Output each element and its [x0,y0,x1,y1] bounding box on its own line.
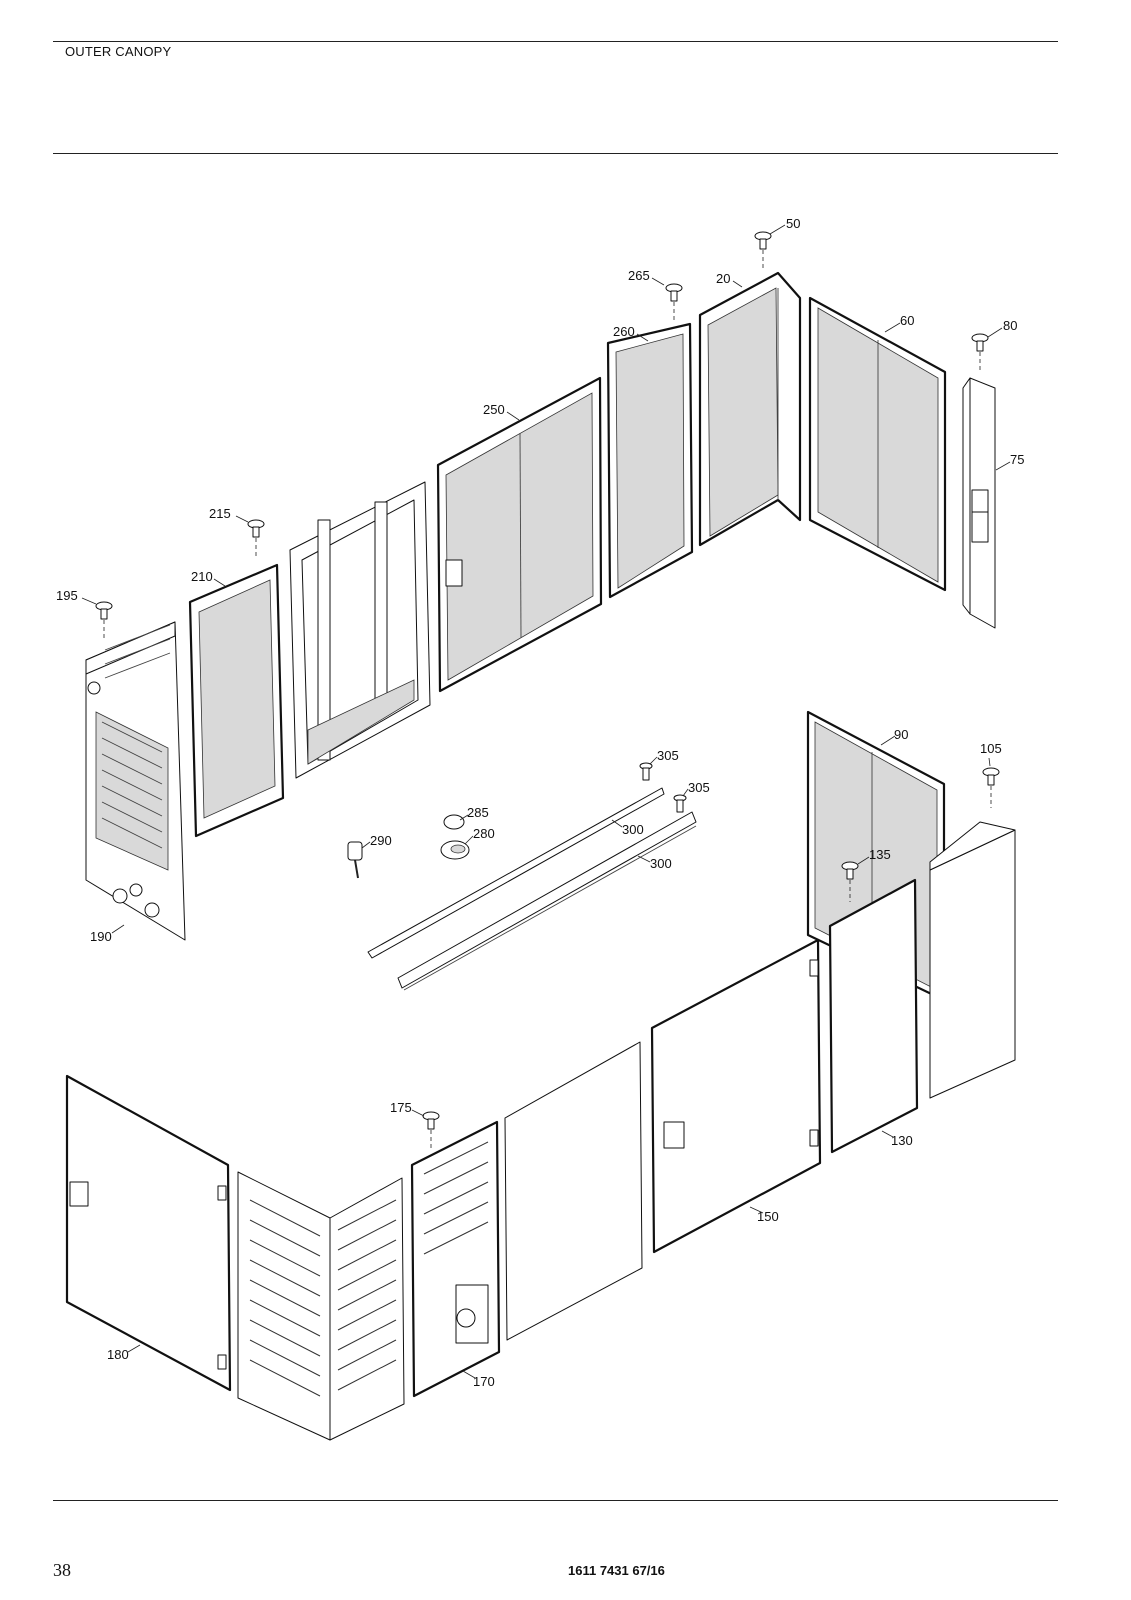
callout-190: 190 [90,929,112,944]
section-title: OUTER CANOPY [65,44,172,59]
callout-180: 180 [107,1347,129,1362]
door-150 [650,938,822,1254]
panel-60 [808,296,947,592]
callout-170: 170 [473,1374,495,1389]
callout-210: 210 [191,569,213,584]
panel-190-louvred-end [85,621,186,941]
door-180 [65,1074,232,1392]
rail-300-lower [397,811,697,991]
callout-280: 280 [473,826,495,841]
leader-lines [81,224,1011,1379]
callout-305a: 305 [657,748,679,763]
callout-130: 130 [891,1133,913,1148]
panel-frame-center-left [289,481,431,779]
panel-inner-lower [504,1041,643,1341]
screw-215-icon [247,519,265,558]
panel-130 [828,878,919,1154]
page-number: 38 [53,1560,71,1580]
callout-250: 250 [483,402,505,417]
callout-90: 90 [894,727,908,742]
panel-260 [606,322,694,599]
panel-20-corner [698,271,802,547]
callout-215: 215 [209,506,231,521]
panel-170 [410,1120,501,1398]
callout-20: 20 [716,271,730,286]
screw-80-icon [971,333,989,372]
post-75 [962,377,996,629]
callout-175: 175 [390,1100,412,1115]
footer-rule [53,1500,1058,1501]
clip-285 [443,814,465,830]
screw-305b-icon [673,794,687,813]
rail-300-upper [367,787,665,959]
callout-105: 105 [980,741,1002,756]
callout-285: 285 [467,805,489,820]
screw-105-icon [982,767,1000,808]
callout-260: 260 [613,324,635,339]
key-290 [347,841,363,879]
document-number: 1611 7431 67/16 [568,1563,665,1578]
callout-labels: 50 20 265 260 60 80 75 250 215 210 195 1… [56,216,1024,1389]
callout-290: 290 [370,833,392,848]
callout-195: 195 [56,588,78,603]
panel-250 [436,376,603,693]
screw-265-icon [665,283,683,322]
screw-50-icon [754,231,772,270]
panel-side-right [929,821,1016,1099]
screw-195-icon [95,601,113,640]
screw-305a-icon [639,762,653,781]
callout-80: 80 [1003,318,1017,333]
handle-280 [440,840,470,860]
callout-300a: 300 [622,822,644,837]
callout-305b: 305 [688,780,710,795]
callout-150: 150 [757,1209,779,1224]
callout-50: 50 [786,216,800,231]
callout-300b: 300 [650,856,672,871]
header-top-rule [53,41,1058,42]
panel-210 [188,563,285,838]
callout-135: 135 [869,847,891,862]
callout-265: 265 [628,268,650,283]
callout-60: 60 [900,313,914,328]
screw-175-icon [422,1111,440,1148]
header-bottom-rule [53,153,1058,154]
screw-135-icon [841,861,859,902]
callout-75: 75 [1010,452,1024,467]
louvred-corner-panel [237,1171,405,1441]
